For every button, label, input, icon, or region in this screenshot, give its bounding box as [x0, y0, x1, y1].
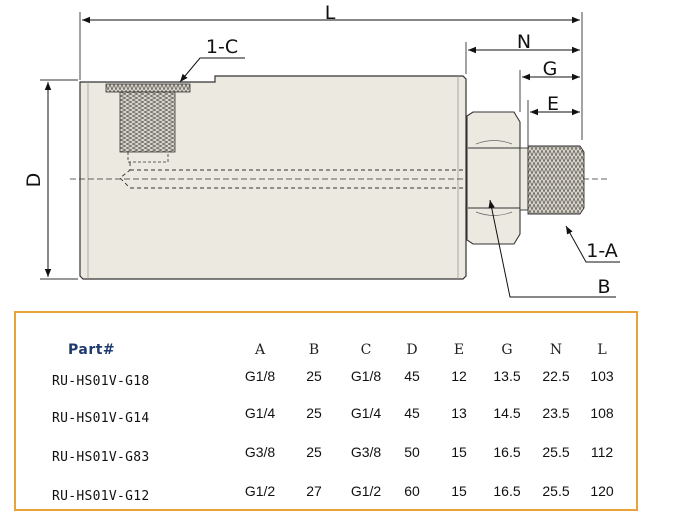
table-cell-g: 13.5 — [493, 368, 521, 384]
column-header-c: C — [360, 342, 372, 358]
dimension-d-label: D — [23, 173, 45, 188]
table-cell-d: 45 — [404, 405, 420, 421]
table-cell-d: 45 — [404, 368, 420, 384]
table-cell-d: 50 — [404, 444, 420, 460]
column-header-d: D — [406, 342, 418, 358]
table-cell-b: 27 — [306, 483, 322, 499]
table-cell-e: 13 — [451, 405, 467, 421]
dimension-l: L — [79, 2, 583, 140]
table-cell-e: 15 — [451, 444, 467, 460]
column-header-l: L — [597, 342, 607, 358]
column-header-e: E — [453, 342, 465, 358]
dimension-l-label: L — [325, 2, 336, 24]
dimension-n-label: N — [517, 31, 531, 53]
part-header: Part# — [68, 342, 116, 358]
dimension-n: N — [465, 31, 580, 74]
column-header-b: B — [308, 342, 320, 358]
callout-b: B — [488, 199, 616, 298]
table-cell-n: 25.5 — [542, 483, 570, 499]
part-number: RU-HS01V-G83 — [52, 450, 150, 465]
table-cell-e: 12 — [451, 368, 467, 384]
callout-1c: 1-C — [179, 36, 245, 83]
callout-1a: 1-A — [565, 225, 620, 263]
table-cell-a: G3/8 — [244, 444, 276, 460]
table-cell-b: 25 — [306, 444, 322, 460]
column-header-a: A — [254, 342, 266, 358]
table-cell-a: G1/2 — [244, 483, 276, 499]
dimension-e-label: E — [547, 93, 559, 115]
table-cell-b: 25 — [306, 368, 322, 384]
table-cell-g: 16.5 — [493, 444, 521, 460]
dimension-e: E — [527, 93, 580, 146]
table-cell-g: 14.5 — [493, 405, 521, 421]
hex-nut-b — [466, 111, 521, 245]
table-cell-l: 120 — [590, 483, 614, 499]
table-cell-a: G1/4 — [244, 405, 276, 421]
callout-1a-label: 1-A — [586, 240, 618, 262]
table-cell-c: G1/2 — [350, 483, 382, 499]
outlet-fitting-1a — [519, 145, 585, 215]
callout-b-label: B — [597, 276, 610, 298]
dimension-g: G — [519, 58, 580, 112]
table-cell-n: 23.5 — [542, 405, 570, 421]
dimension-d: D — [23, 79, 78, 280]
table-cell-d: 60 — [404, 483, 420, 499]
callout-1c-label: 1-C — [206, 36, 238, 58]
table-cell-l: 103 — [590, 368, 614, 384]
table-cell-l: 108 — [590, 405, 614, 421]
top-port-1c — [105, 83, 191, 163]
filter-body — [79, 75, 467, 280]
part-number: RU-HS01V-G18 — [52, 374, 150, 389]
technical-drawing: L N G E D 1-C 1-A B — [23, 2, 620, 298]
table-cell-c: G1/8 — [350, 368, 382, 384]
dimension-g-label: G — [543, 58, 558, 80]
table-cell-b: 25 — [306, 405, 322, 421]
part-number: RU-HS01V-G12 — [52, 489, 150, 504]
table-cell-n: 25.5 — [542, 444, 570, 460]
table-cell-g: 16.5 — [493, 483, 521, 499]
table-cell-e: 15 — [451, 483, 467, 499]
table-cell-l: 112 — [590, 444, 614, 460]
part-number: RU-HS01V-G14 — [52, 411, 150, 426]
column-header-g: G — [501, 342, 513, 358]
column-header-n: N — [549, 342, 563, 358]
dimensions-table: Part# A B C D E G N L RU-HS01V-G18 G1/8 25 G1/8 45 12… — [14, 311, 638, 511]
table-cell-a: G1/8 — [244, 368, 276, 384]
table-cell-c: G1/4 — [350, 405, 382, 421]
table-cell-n: 22.5 — [542, 368, 570, 384]
table-cell-c: G3/8 — [350, 444, 382, 460]
